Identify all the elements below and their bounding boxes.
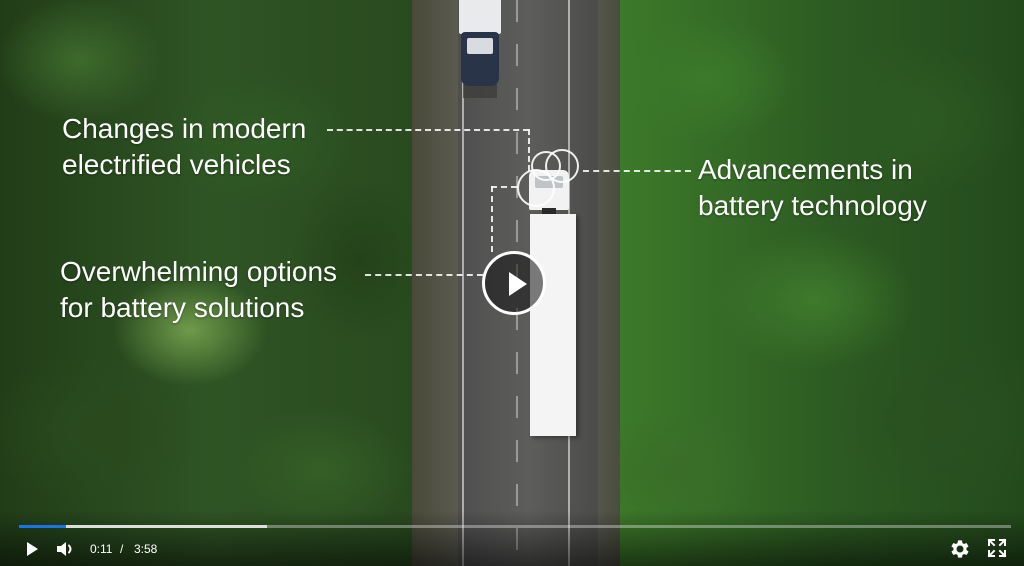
highlight-circle [545, 149, 579, 183]
callout-right: Advancements in battery technology [698, 152, 927, 224]
callout-line-bottom-left-vertical [491, 186, 493, 252]
callout-line-bottom-left [365, 274, 483, 276]
play-button[interactable] [22, 539, 42, 559]
truck-trailer-top [459, 0, 501, 34]
video-frame-road-shoulder-right [598, 0, 620, 566]
callout-top-left: Changes in modern electrified vehicles [62, 111, 306, 183]
progress-buffered [19, 525, 267, 528]
big-play-button[interactable] [482, 251, 546, 315]
callout-line: for battery solutions [60, 292, 305, 323]
gear-icon [951, 540, 969, 558]
callout-line-top-left-vertical [528, 129, 530, 171]
time-separator: / [120, 542, 124, 556]
road-line [462, 0, 464, 566]
callout-line: Overwhelming options [60, 256, 338, 287]
callout-line: electrified vehicles [62, 149, 291, 180]
callout-line-bottom-left-connector [491, 186, 517, 188]
callout-line-top-left [327, 129, 529, 131]
volume-button[interactable] [55, 539, 77, 559]
control-bar: 0:11 / 3:58 [0, 510, 1024, 566]
highlight-circle [517, 169, 555, 207]
truck-hitch [542, 208, 556, 216]
callout-line-right [583, 170, 691, 172]
settings-button[interactable] [948, 537, 972, 561]
video-frame-road-shoulder [412, 0, 458, 566]
callout-bottom-left: Overwhelming options for battery solutio… [60, 254, 337, 326]
truck-cab-top [461, 32, 499, 86]
video-frame-forest-right [615, 0, 1024, 566]
truck-shadow [463, 84, 497, 98]
progress-bar[interactable] [19, 525, 1011, 528]
fullscreen-icon [987, 538, 1007, 558]
callout-line: Changes in modern [62, 113, 307, 144]
video-frame-forest-left [0, 0, 420, 566]
callout-line: Advancements in [698, 154, 913, 185]
progress-played [19, 525, 66, 528]
callout-line: battery technology [698, 190, 927, 221]
duration: 3:58 [134, 542, 158, 556]
current-time: 0:11 [90, 542, 113, 556]
fullscreen-button[interactable] [986, 537, 1008, 559]
volume-icon [57, 542, 72, 556]
truck-trailer [530, 214, 576, 436]
